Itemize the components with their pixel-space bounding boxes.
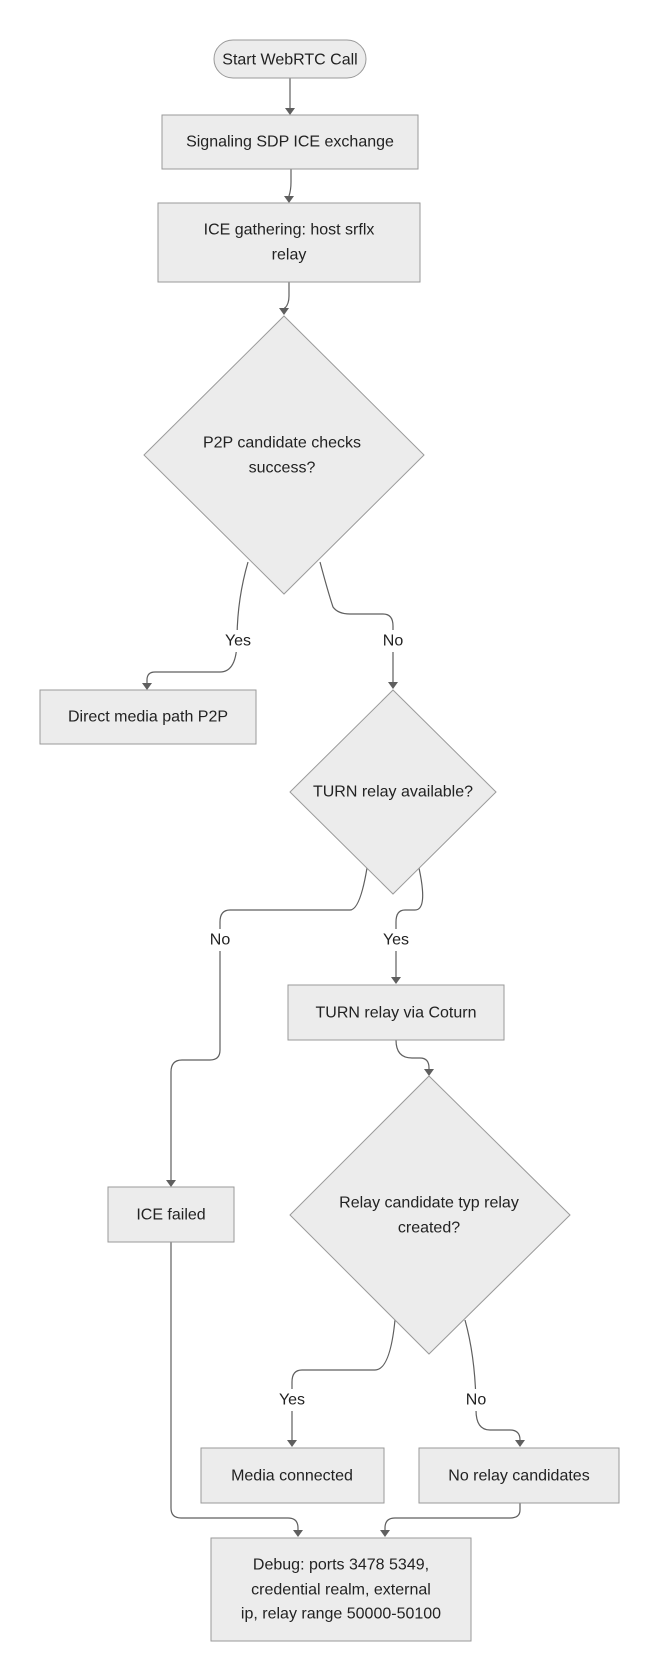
edge-labels: Yes No No Yes Yes No — [206, 630, 490, 1411]
node-relay-created-label-line2: created? — [398, 1220, 460, 1237]
node-ice-failed-label: ICE failed — [136, 1207, 205, 1224]
edge-p2p-yes-to-direct — [146, 561, 249, 683]
node-debug-label-line3: ip, relay range 50000-50100 — [241, 1606, 441, 1623]
node-turn-relay: TURN relay via Coturn — [287, 984, 505, 1041]
node-gathering-label-line1: ICE gathering: host srflx — [204, 222, 375, 239]
arrowhead-no-relay — [515, 1440, 525, 1447]
node-p2p-check: P2P candidate checks success? — [143, 315, 425, 595]
turn-relay-box — [287, 984, 505, 1041]
node-turn-relay-label: TURN relay via Coturn — [316, 1005, 477, 1022]
arrowhead-ice-failed — [166, 1180, 176, 1187]
node-media-connected: Media connected — [200, 1447, 385, 1504]
media-connected-box — [200, 1447, 385, 1504]
edge-no-relay-to-debug — [384, 1503, 521, 1530]
arrowhead-signaling — [285, 108, 295, 115]
edge-signaling-to-gathering — [288, 169, 292, 197]
node-signaling-label: Signaling SDP ICE exchange — [186, 134, 394, 151]
edge-label-bg — [276, 1389, 308, 1411]
arrowhead-relay-created — [424, 1069, 434, 1076]
arrowhead-debug-left — [293, 1530, 303, 1537]
node-turn-available: TURN relay available? — [289, 689, 497, 895]
arrowhead-media-connected — [287, 1440, 297, 1447]
node-p2p-check-label-line1: P2P candidate checks — [203, 435, 361, 452]
node-debug-label-line2: credential realm, external — [251, 1582, 431, 1599]
node-no-relay-label: No relay candidates — [448, 1468, 589, 1485]
nodes: Start WebRTC Call Signaling SDP ICE exch… — [39, 39, 620, 1642]
node-ice-failed: ICE failed — [107, 1186, 235, 1243]
edge-relay-yes-to-media-connected — [291, 1319, 396, 1440]
node-signaling: Signaling SDP ICE exchange — [161, 114, 419, 170]
arrowhead-p2p-check — [279, 308, 289, 315]
edge-label-p2p-yes: Yes — [225, 633, 251, 650]
p2p-check-diamond — [143, 315, 425, 595]
edge-label-bg — [462, 1389, 490, 1411]
node-relay-created: Relay candidate typ relay created? — [289, 1075, 571, 1355]
node-direct: Direct media path P2P — [39, 689, 257, 745]
node-start-label: Start WebRTC Call — [222, 52, 357, 69]
node-p2p-check-label-line2: success? — [249, 460, 316, 477]
edge-label-p2p-no: No — [383, 633, 404, 650]
no-relay-box — [418, 1447, 620, 1504]
node-gathering: ICE gathering: host srflx relay — [157, 202, 421, 283]
edge-label-bg — [380, 929, 412, 951]
node-start: Start WebRTC Call — [213, 39, 367, 79]
arrowhead-debug-right — [380, 1530, 390, 1537]
start-terminal-shape — [213, 39, 367, 79]
edge-label-bg — [206, 929, 234, 951]
arrowhead-turn-relay — [391, 977, 401, 984]
edge-turn-relay-to-relay-created — [395, 1039, 430, 1069]
relay-created-diamond — [289, 1075, 571, 1355]
arrowhead-direct — [142, 683, 152, 690]
node-no-relay: No relay candidates — [418, 1447, 620, 1504]
edge-label-bg — [379, 630, 407, 652]
node-direct-label: Direct media path P2P — [68, 709, 228, 726]
gathering-box — [157, 202, 421, 283]
node-debug-label-line1: Debug: ports 3478 5349, — [253, 1557, 429, 1574]
arrowhead-turn-available — [388, 682, 398, 689]
edge-label-relay-yes: Yes — [279, 1392, 305, 1409]
ice-failed-box — [107, 1186, 235, 1243]
node-turn-available-label: TURN relay available? — [313, 784, 473, 801]
edge-turn-no-to-ice-failed — [170, 867, 368, 1180]
node-media-connected-label: Media connected — [231, 1468, 353, 1485]
edge-label-bg — [222, 630, 254, 652]
edge-label-relay-no: No — [466, 1392, 487, 1409]
node-relay-created-label-line1: Relay candidate typ relay — [339, 1195, 519, 1212]
direct-box — [39, 689, 257, 745]
edge-p2p-no-to-turn-available — [319, 561, 394, 682]
edge-turn-yes-to-turn-relay — [395, 867, 424, 977]
edge-label-turn-no: No — [210, 932, 231, 949]
edge-relay-no-to-no-relay — [464, 1319, 521, 1441]
edge-gathering-to-p2p-check — [284, 282, 290, 309]
edges — [142, 78, 525, 1537]
edge-ice-failed-to-debug — [170, 1242, 299, 1530]
node-gathering-label-line2: relay — [272, 247, 307, 264]
arrowhead-gathering — [284, 196, 294, 203]
node-debug: Debug: ports 3478 5349, credential realm… — [210, 1537, 472, 1642]
turn-available-diamond — [289, 689, 497, 895]
edge-label-turn-yes: Yes — [383, 932, 409, 949]
debug-box — [210, 1537, 472, 1642]
signaling-box — [161, 114, 419, 170]
